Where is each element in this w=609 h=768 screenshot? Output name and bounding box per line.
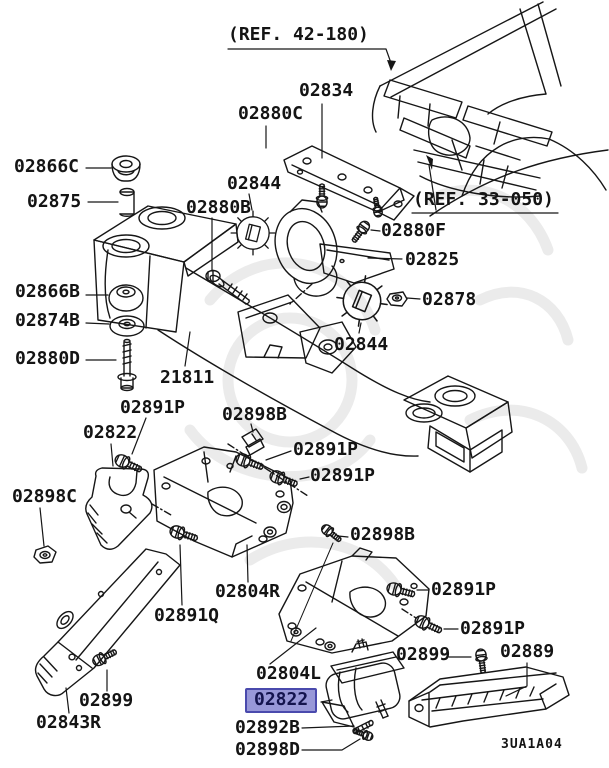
part-label-02866B[interactable]: 02866B	[15, 281, 81, 302]
part-label-02804L[interactable]: 02804L	[256, 663, 322, 684]
ref-label-33-050: (REF. 33-050)	[413, 189, 554, 210]
part-label-02891P-3[interactable]: 02891P	[310, 465, 376, 486]
part-label-02844-lower[interactable]: 02844	[334, 334, 389, 355]
part-label-02899-left[interactable]: 02899	[79, 690, 134, 711]
part-label-02891P-5[interactable]: 02891P	[460, 618, 526, 639]
part-label-02878[interactable]: 02878	[422, 289, 477, 310]
part-label-02880C[interactable]: 02880C	[238, 103, 304, 124]
skid-02889-art	[408, 647, 570, 728]
part-label-02804R[interactable]: 02804R	[215, 581, 281, 602]
part-label-02843R[interactable]: 02843R	[36, 712, 102, 733]
mount-02822-selected-art	[321, 638, 405, 728]
part-label-02889[interactable]: 02889	[500, 641, 555, 662]
left-parts-art	[108, 155, 145, 392]
bracket-02834-art	[283, 145, 415, 221]
part-label-02898B-2[interactable]: 02898B	[350, 524, 416, 545]
part-label-02822-selected[interactable]: 02822	[245, 688, 318, 713]
part-label-02874B[interactable]: 02874B	[15, 310, 81, 331]
ref-arrowheads	[387, 60, 433, 170]
arm-02843R-art	[34, 548, 181, 697]
part-label-02891P-4[interactable]: 02891P	[431, 579, 497, 600]
part-label-02898D[interactable]: 02898D	[235, 739, 301, 760]
watermark	[184, 184, 588, 591]
car-outline-art	[371, 1, 609, 217]
mid-cluster-art	[33, 428, 345, 642]
part-label-02880F[interactable]: 02880F	[381, 220, 447, 241]
part-label-21811[interactable]: 21811	[160, 367, 215, 388]
part-label-02866C[interactable]: 02866C	[14, 156, 80, 177]
part-label-02880B[interactable]: 02880B	[186, 197, 252, 218]
part-label-02875[interactable]: 02875	[27, 191, 82, 212]
ref-label-42-180: (REF. 42-180)	[228, 24, 369, 45]
part-label-02880D[interactable]: 02880D	[15, 348, 81, 369]
part-label-02892B[interactable]: 02892B	[235, 717, 301, 738]
part-label-02844-upper[interactable]: 02844	[227, 173, 282, 194]
part-label-02822-upper[interactable]: 02822	[83, 422, 138, 443]
part-label-02891Q[interactable]: 02891Q	[154, 605, 220, 626]
part-label-02834[interactable]: 02834	[299, 80, 354, 101]
part-label-02891P-2[interactable]: 02891P	[293, 439, 359, 460]
diagram-code: 3UA1A04	[501, 737, 563, 752]
part-label-02898C[interactable]: 02898C	[12, 486, 78, 507]
bracket-02804L-art	[278, 547, 445, 654]
part-label-02891P-1[interactable]: 02891P	[120, 397, 186, 418]
part-label-02899-right[interactable]: 02899	[396, 644, 451, 665]
part-label-02825[interactable]: 02825	[405, 249, 460, 270]
part-label-02898B-1[interactable]: 02898B	[222, 404, 288, 425]
